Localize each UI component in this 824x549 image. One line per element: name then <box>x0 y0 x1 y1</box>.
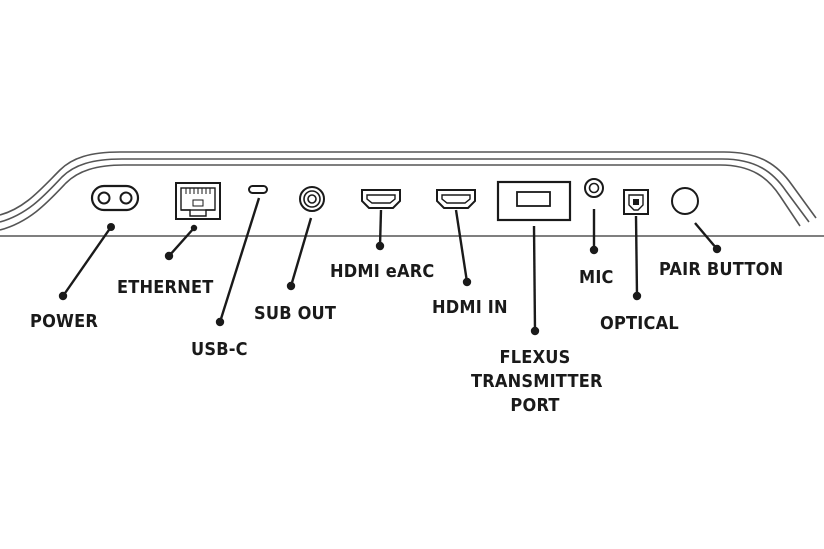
pair-button-label: PAIR BUTTON <box>659 259 784 280</box>
power-dot <box>107 223 115 231</box>
flexus-end-dot <box>530 326 540 336</box>
optical-label: OPTICAL <box>600 313 679 334</box>
panel-housing <box>0 151 824 237</box>
callout-lines <box>62 197 718 332</box>
usb-c-port <box>248 185 268 194</box>
mic-label: MIC <box>579 267 614 288</box>
sub-out-label: SUB OUT <box>254 303 337 324</box>
sub-out-leader <box>289 217 313 287</box>
hdmi-earc-port <box>361 189 401 209</box>
usb-c-label: USB-C <box>191 339 248 360</box>
pair-button-control <box>671 187 699 215</box>
pair-button-end-dot <box>712 244 722 254</box>
ethernet-label: ETHERNET <box>117 277 214 298</box>
power-label: POWER <box>30 311 99 332</box>
optical-leader <box>634 215 639 297</box>
sub-out-end-dot <box>286 281 296 291</box>
usb-c-leader <box>218 197 261 323</box>
optical-port <box>623 189 649 215</box>
ethernet-port <box>175 182 221 220</box>
pair-button-leader <box>694 222 718 250</box>
hdmi-earc-label: HDMI eARC <box>330 261 435 282</box>
power-end-dot <box>58 291 68 301</box>
hdmi-earc-end-dot <box>375 241 385 251</box>
mic-end-dot <box>589 245 599 255</box>
hdmi-in-leader <box>454 209 469 283</box>
ethernet-end-dot <box>164 251 174 261</box>
callout-dots <box>58 223 722 336</box>
usb-c-end-dot <box>215 317 225 327</box>
hdmi-earc-leader <box>378 209 383 247</box>
hdmi-in-port <box>436 189 476 209</box>
flexus-transmitter-port <box>496 180 572 222</box>
flexus-transmitter-port-label: FLEXUS TRANSMITTER PORT <box>471 347 603 416</box>
hdmi-in-label: HDMI IN <box>432 297 508 318</box>
hdmi-in-end-dot <box>462 277 472 287</box>
power-leader <box>62 226 112 297</box>
power-port <box>90 184 140 212</box>
flexus-leader <box>532 225 537 332</box>
mic-port <box>584 178 604 198</box>
sub-out-jack <box>299 186 325 212</box>
ethernet-leader <box>168 227 195 257</box>
ethernet-dot <box>190 224 198 232</box>
optical-end-dot <box>632 291 642 301</box>
